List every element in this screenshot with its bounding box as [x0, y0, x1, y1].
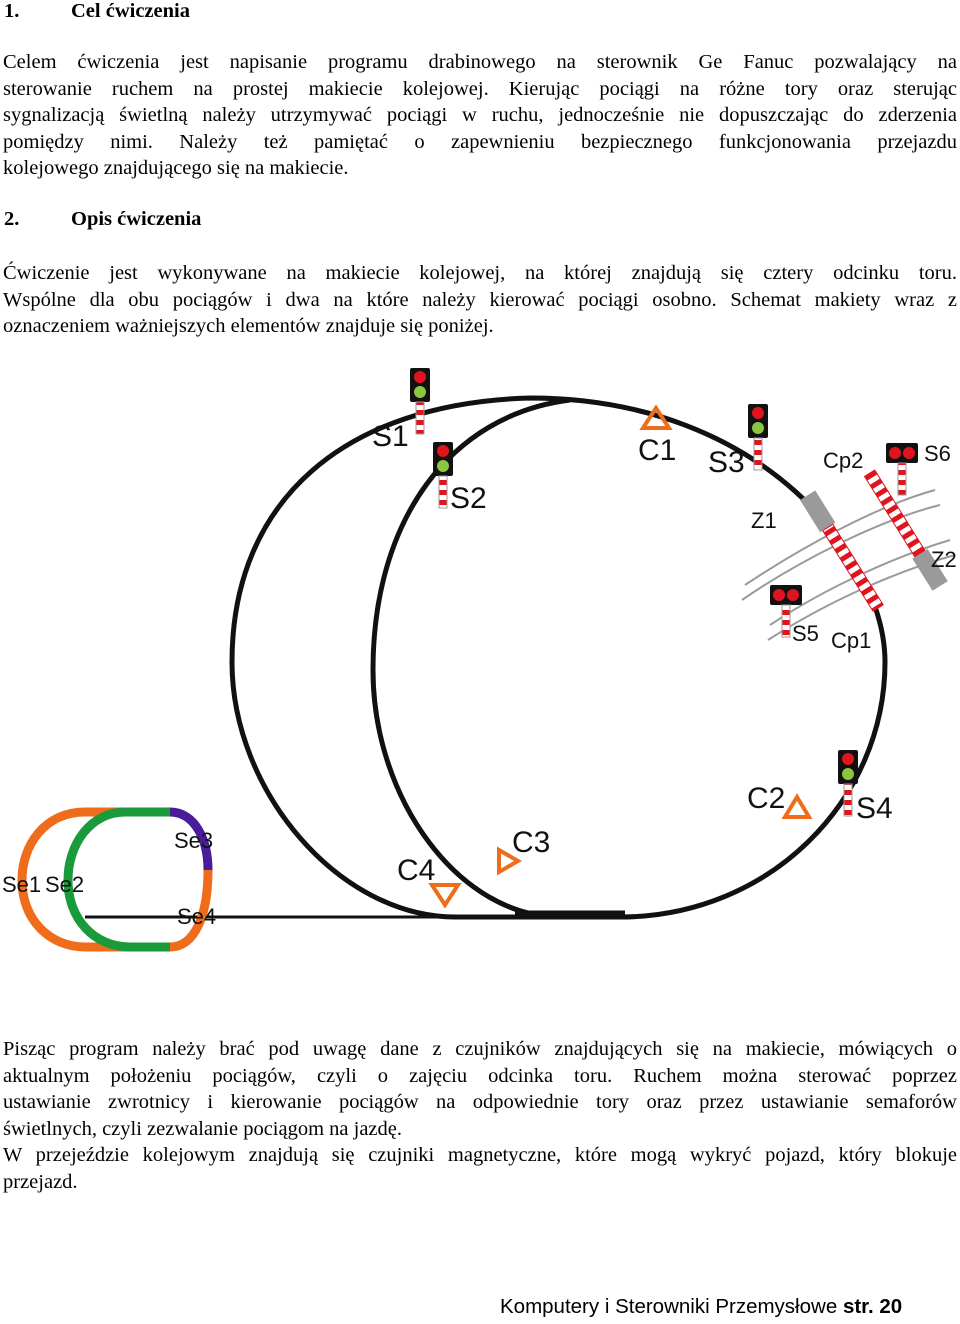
- footer-title: Komputery i Sterowniki Przemysłowe: [500, 1295, 838, 1318]
- barrier-cp1: [800, 490, 884, 612]
- section-3-paragraph: Pisząc program należy brać pod uwagę dan…: [3, 1036, 957, 1196]
- signal-s6: [886, 443, 918, 496]
- legend-ring-orange: [17, 807, 150, 952]
- label-cp2: Cp2: [823, 448, 863, 473]
- section-1-title: Cel ćwiczenia: [71, 0, 190, 22]
- label-cp1: Cp1: [831, 628, 871, 653]
- sensor-c3: [497, 846, 522, 876]
- section-1-paragraph: Celem ćwiczenia jest napisanie programu …: [3, 49, 957, 182]
- signal-s3: [748, 404, 768, 471]
- paragraph-line: pomiędzy nimi. Należy też pamiętać o zap…: [3, 130, 957, 153]
- label-se1: Se1: [2, 872, 41, 897]
- section-1-heading: 1. Cel ćwiczenia: [4, 0, 190, 23]
- barrier-cp2: [863, 469, 948, 591]
- paragraph-line: Pisząc program należy brać pod uwagę dan…: [3, 1038, 957, 1060]
- label-s6: S6: [924, 441, 951, 466]
- label-z1: Z1: [751, 508, 777, 533]
- section-1-number: 1.: [4, 0, 20, 22]
- paragraph-line: ustawianie zwrotnicy i kierowanie pociąg…: [3, 1091, 957, 1114]
- paragraph-line: sygnalizacją świetlną należy utrzymywać …: [3, 104, 957, 127]
- label-se4: Se4: [177, 904, 216, 929]
- road-line: [744, 489, 936, 586]
- sensor-c1: [639, 404, 673, 430]
- paragraph-line: Ćwiczenie jest wykonywane na makiecie ko…: [3, 262, 957, 284]
- label-c1: C1: [638, 434, 676, 467]
- paragraph-line: Celem ćwiczenia jest napisanie programu …: [3, 51, 957, 73]
- section-2-title: Opis ćwiczenia: [71, 208, 202, 230]
- label-c3: C3: [512, 826, 550, 859]
- signal-s4: [838, 750, 858, 817]
- paragraph-line: przejazd.: [3, 1170, 78, 1193]
- sensor-c4: [428, 883, 462, 909]
- label-c2: C2: [747, 782, 785, 815]
- label-se3: Se3: [174, 828, 213, 853]
- paragraph-line: kolejowego znajdującego się na makiecie.: [3, 157, 349, 180]
- section-2-heading: 2. Opis ćwiczenia: [4, 208, 201, 231]
- label-se2: Se2: [45, 872, 84, 897]
- label-s5: S5: [792, 621, 819, 646]
- section-2-number: 2.: [4, 208, 20, 230]
- sensor-c2: [781, 793, 813, 819]
- paragraph-line: oznaczeniem ważniejszych elementów znajd…: [3, 315, 494, 338]
- section-2-paragraph: Ćwiczenie jest wykonywane na makiecie ko…: [3, 260, 957, 340]
- label-s2: S2: [450, 482, 487, 515]
- signal-s5: [770, 585, 802, 638]
- inner-track: [370, 397, 571, 920]
- paragraph-line: Wspólne dla obu pociągów i dwa na które …: [3, 288, 957, 311]
- legend-ring-purple: [169, 807, 213, 871]
- label-z2: Z2: [931, 547, 957, 572]
- page-number: str. 20: [842, 1295, 903, 1318]
- label-s3: S3: [708, 446, 745, 479]
- signal-s2: [433, 442, 453, 509]
- legend-ring-orange-right: [169, 869, 213, 952]
- label-c4: C4: [397, 854, 435, 887]
- label-s4: S4: [856, 792, 893, 825]
- paragraph-line: świetlnych, czyli zezwalanie pociągom na…: [3, 1117, 402, 1140]
- page-footer: Komputery i Sterowniki Przemysłowe str. …: [500, 1295, 902, 1319]
- paragraph-line: sterowanie ruchem na prostej makiecie ko…: [3, 77, 957, 100]
- outer-track: [229, 395, 888, 920]
- paragraph-line: W przejeździe kolejowym znajdują się czu…: [3, 1144, 957, 1167]
- label-s1: S1: [372, 420, 409, 453]
- signal-s1: [410, 368, 430, 435]
- legend-ring-green: [63, 807, 170, 952]
- paragraph-line: aktualnym położeniu pociągów, czyli o za…: [3, 1064, 957, 1087]
- railway-layout-diagram: S1 S2 S3 S4 S5 S6 C1 C2 C3 C4 Cp1 Cp2 Z1…: [2, 368, 957, 952]
